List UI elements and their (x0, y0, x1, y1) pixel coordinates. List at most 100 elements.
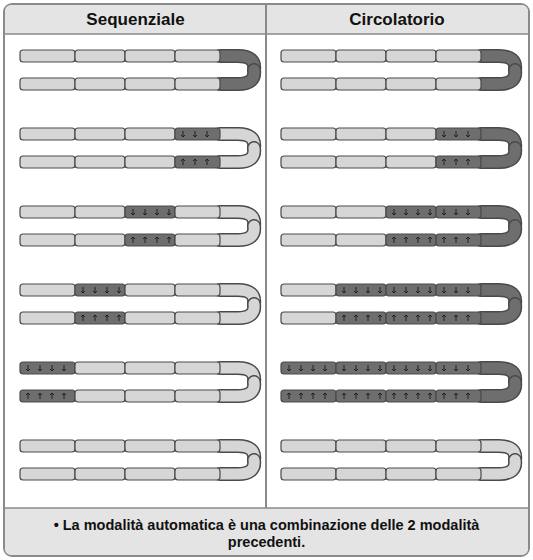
foot-chamber (220, 304, 254, 318)
foot-outline (220, 70, 254, 84)
pressure-arrow (428, 393, 432, 399)
leg-chamber (336, 468, 386, 480)
pressure-arrow (392, 237, 396, 243)
pressure-arrow (38, 365, 42, 371)
leg-chamber (281, 128, 336, 140)
leg-chamber (386, 234, 436, 246)
pressure-arrow (392, 365, 396, 371)
pressure-arrow (167, 209, 171, 215)
pressure-arrow (428, 209, 432, 215)
pressure-arrow (466, 159, 470, 165)
pressure-arrow (416, 315, 420, 321)
pressure-arrow (155, 237, 159, 243)
pressure-arrow (454, 131, 458, 137)
leg-chamber (436, 390, 481, 402)
leg-chamber (20, 206, 75, 218)
pressure-arrow (454, 393, 458, 399)
pressure-arrow (105, 287, 109, 293)
leg-chamber (336, 128, 386, 140)
pressure-arrow (50, 393, 54, 399)
leg-chamber (75, 468, 125, 480)
leg-chamber (75, 206, 125, 218)
pressure-arrow (105, 315, 109, 321)
column-header: Circolatorio (266, 6, 528, 34)
leg-chamber (336, 206, 386, 218)
pressure-arrow (378, 393, 382, 399)
pressure-arrow (143, 237, 147, 243)
pressure-arrow (454, 209, 458, 215)
leg-chamber (20, 362, 75, 374)
leg-chamber (125, 206, 175, 218)
leg-chamber (436, 234, 481, 246)
leg-chamber (175, 362, 220, 374)
pressure-arrow (117, 287, 121, 293)
leg-chamber (436, 156, 481, 168)
pressure-arrow (311, 393, 315, 399)
leg-chamber (336, 312, 386, 324)
leg-chamber (336, 362, 386, 374)
pressure-arrow (155, 209, 159, 215)
pressure-arrow (428, 287, 432, 293)
leg-chamber (175, 390, 220, 402)
leg-chamber (20, 284, 75, 296)
leg-chamber (436, 50, 481, 62)
leg-chamber (125, 284, 175, 296)
pressure-arrow (81, 315, 85, 321)
pressure-arrow (416, 393, 420, 399)
leg-chamber (75, 78, 125, 90)
leg-chamber (75, 128, 125, 140)
leg-chamber (75, 156, 125, 168)
leg-chamber (386, 50, 436, 62)
leg-chamber (281, 312, 336, 324)
pressure-arrow (442, 315, 446, 321)
pressure-arrow (442, 393, 446, 399)
leg-chamber (336, 156, 386, 168)
pressure-arrow (404, 287, 408, 293)
leg-chamber (20, 50, 75, 62)
pressure-arrow (416, 209, 420, 215)
pressure-arrow (428, 365, 432, 371)
leg-chamber (436, 362, 481, 374)
pressure-arrow (143, 209, 147, 215)
pressure-arrow (193, 159, 197, 165)
foot-outline (220, 148, 254, 162)
column-divider (265, 5, 267, 508)
pressure-arrow (181, 159, 185, 165)
pressure-arrow (378, 365, 382, 371)
leg-chamber (125, 128, 175, 140)
foot-outline (220, 382, 254, 396)
pressure-arrow (38, 393, 42, 399)
pressure-arrow (416, 365, 420, 371)
pressure-arrow (404, 209, 408, 215)
foot-chamber (220, 70, 254, 84)
pressure-arrow (466, 287, 470, 293)
leg-chamber (175, 312, 220, 324)
pressure-arrow (342, 287, 346, 293)
leg-chamber (20, 468, 75, 480)
leg-chamber (281, 156, 336, 168)
pressure-arrow (466, 237, 470, 243)
leg-chamber (175, 78, 220, 90)
leg-chamber (75, 362, 125, 374)
leg-chamber (386, 390, 436, 402)
pressure-arrow (299, 365, 303, 371)
pressure-arrow (193, 131, 197, 137)
foot-chamber (481, 460, 515, 474)
pressure-arrow (404, 365, 408, 371)
pressure-arrow (404, 393, 408, 399)
leg-chamber (175, 468, 220, 480)
leg-chamber (175, 206, 220, 218)
leg-chamber (281, 468, 336, 480)
leg-chamber (175, 156, 220, 168)
pressure-arrow (442, 209, 446, 215)
leg-chamber (125, 50, 175, 62)
pressure-arrow (366, 365, 370, 371)
leg-chamber (20, 78, 75, 90)
pressure-arrow (428, 237, 432, 243)
pressure-arrow (205, 131, 209, 137)
pressure-arrow (442, 237, 446, 243)
pressure-arrow (354, 365, 358, 371)
leg-chamber (386, 362, 436, 374)
pressure-arrow (93, 315, 97, 321)
leg-chamber (386, 156, 436, 168)
